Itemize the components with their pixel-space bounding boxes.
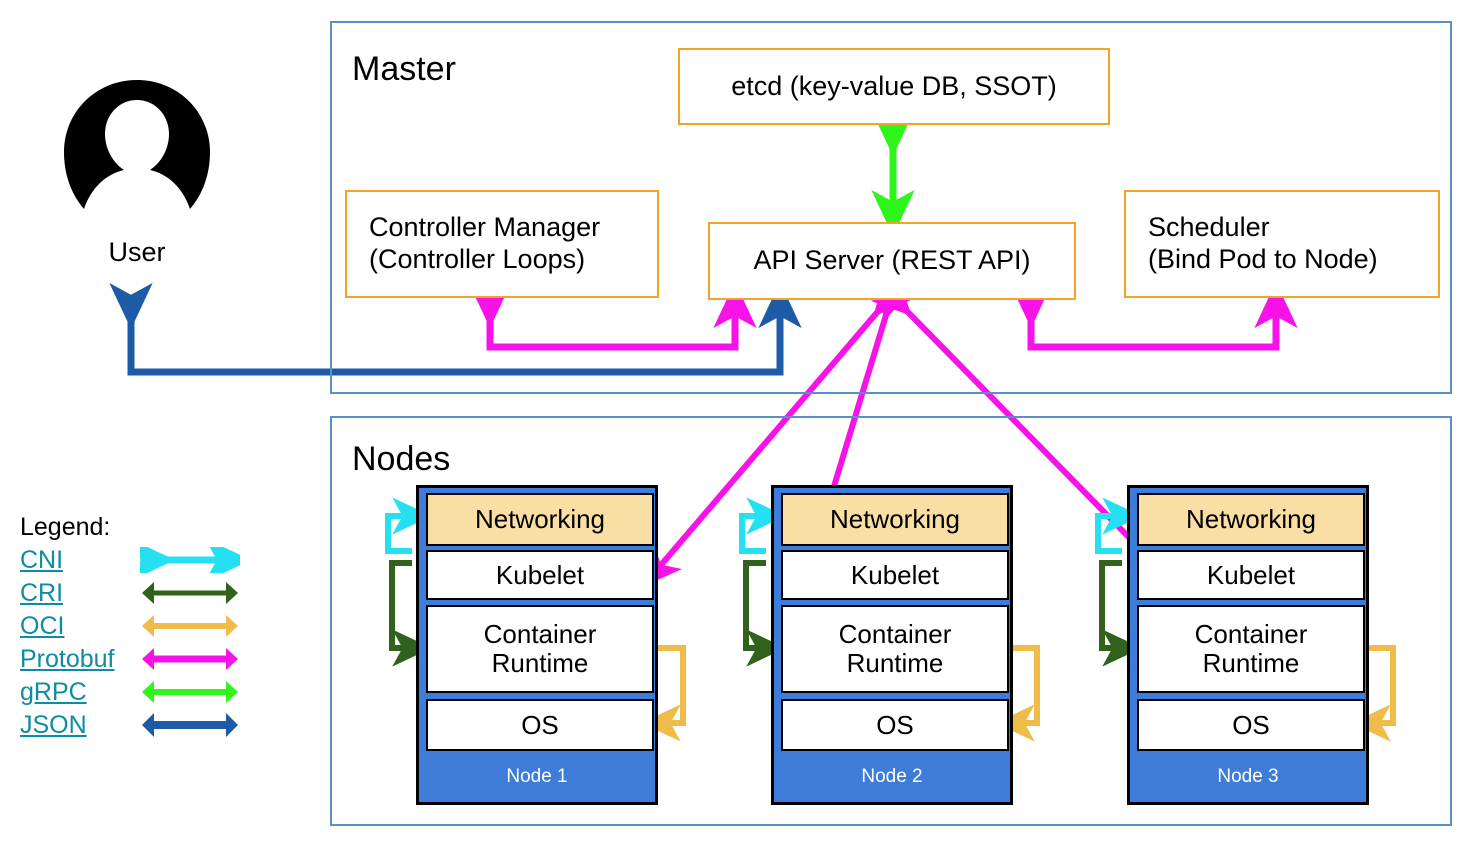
node-layer-label: OS bbox=[521, 709, 559, 740]
legend-item-grpc[interactable]: gRPC bbox=[20, 677, 270, 707]
node-layer-kubelet[interactable]: Kubelet bbox=[426, 550, 654, 600]
node-layer-networking[interactable]: Networking bbox=[781, 493, 1009, 546]
node-layer-label: Container Runtime bbox=[1194, 619, 1308, 678]
node-layer-label: Kubelet bbox=[495, 559, 585, 590]
legend-item-protobuf[interactable]: Protobuf bbox=[20, 644, 270, 674]
node-layer-container-runtime[interactable]: Container Runtime bbox=[1137, 605, 1365, 693]
legend-item-cni[interactable]: CNI bbox=[20, 545, 270, 575]
legend-item-json[interactable]: JSON bbox=[20, 710, 270, 740]
component-controller-manager-label: Controller Manager (Controller Loops) bbox=[369, 212, 601, 274]
node-card[interactable]: Networking Kubelet Container Runtime OS … bbox=[416, 485, 658, 805]
user-label: User bbox=[108, 237, 166, 267]
legend-item-label: Protobuf bbox=[20, 644, 115, 673]
node-layer-os[interactable]: OS bbox=[426, 699, 654, 751]
legend-arrow-protobuf bbox=[142, 648, 238, 670]
component-api-server-label: API Server (REST API) bbox=[753, 245, 1031, 276]
component-controller-manager[interactable]: Controller Manager (Controller Loops) bbox=[345, 190, 659, 298]
legend-arrow-cni bbox=[140, 547, 240, 573]
nodes-group-title: Nodes bbox=[352, 440, 451, 478]
node-name-label: Node 1 bbox=[506, 766, 568, 787]
nodes-group bbox=[330, 416, 1452, 826]
node-layer-os[interactable]: OS bbox=[1137, 699, 1365, 751]
legend-item-label: gRPC bbox=[20, 677, 87, 706]
node-layer-container-runtime[interactable]: Container Runtime bbox=[426, 605, 654, 693]
node-layer-label: Container Runtime bbox=[483, 619, 597, 678]
node-layer-label: OS bbox=[1232, 709, 1270, 740]
component-api-server[interactable]: API Server (REST API) bbox=[708, 222, 1076, 300]
node-layer-container-runtime[interactable]: Container Runtime bbox=[781, 605, 1009, 693]
node-layer-label: Networking bbox=[829, 504, 961, 535]
node-layer-kubelet[interactable]: Kubelet bbox=[781, 550, 1009, 600]
master-group-title: Master bbox=[352, 50, 456, 88]
node-name-label: Node 2 bbox=[861, 766, 923, 787]
node-layer-label: Networking bbox=[474, 504, 606, 535]
node-card[interactable]: Networking Kubelet Container Runtime OS … bbox=[1127, 485, 1369, 805]
node-layer-networking[interactable]: Networking bbox=[426, 493, 654, 546]
legend-item-label: CRI bbox=[20, 578, 64, 607]
user-figure: User bbox=[62, 78, 212, 278]
component-etcd[interactable]: etcd (key-value DB, SSOT) bbox=[678, 48, 1110, 125]
node-name-label: Node 3 bbox=[1217, 766, 1279, 787]
node-layer-networking[interactable]: Networking bbox=[1137, 493, 1365, 546]
legend-item-label: OCI bbox=[20, 611, 65, 640]
legend-item-cri[interactable]: CRI bbox=[20, 578, 270, 608]
user-avatar-icon bbox=[64, 80, 210, 209]
component-etcd-label: etcd (key-value DB, SSOT) bbox=[731, 70, 1057, 101]
legend-title: Legend: bbox=[20, 513, 111, 541]
legend-arrow-cri bbox=[142, 582, 238, 604]
legend-arrow-json bbox=[142, 713, 238, 737]
node-layer-os[interactable]: OS bbox=[781, 699, 1009, 751]
legend-item-label: CNI bbox=[20, 545, 64, 574]
legend-item-oci[interactable]: OCI bbox=[20, 611, 270, 641]
node-layer-label: Container Runtime bbox=[838, 619, 952, 678]
node-card[interactable]: Networking Kubelet Container Runtime OS … bbox=[771, 485, 1013, 805]
legend-arrow-grpc bbox=[142, 681, 238, 703]
legend-arrow-oci bbox=[142, 615, 238, 637]
node-layer-label: Kubelet bbox=[850, 559, 940, 590]
component-scheduler[interactable]: Scheduler (Bind Pod to Node) bbox=[1124, 190, 1440, 298]
node-layer-kubelet[interactable]: Kubelet bbox=[1137, 550, 1365, 600]
node-layer-label: Kubelet bbox=[1206, 559, 1296, 590]
component-scheduler-label: Scheduler (Bind Pod to Node) bbox=[1148, 212, 1378, 274]
node-layer-label: Networking bbox=[1185, 504, 1317, 535]
node-layer-label: OS bbox=[876, 709, 914, 740]
legend-item-label: JSON bbox=[20, 710, 87, 739]
master-group bbox=[330, 21, 1452, 394]
